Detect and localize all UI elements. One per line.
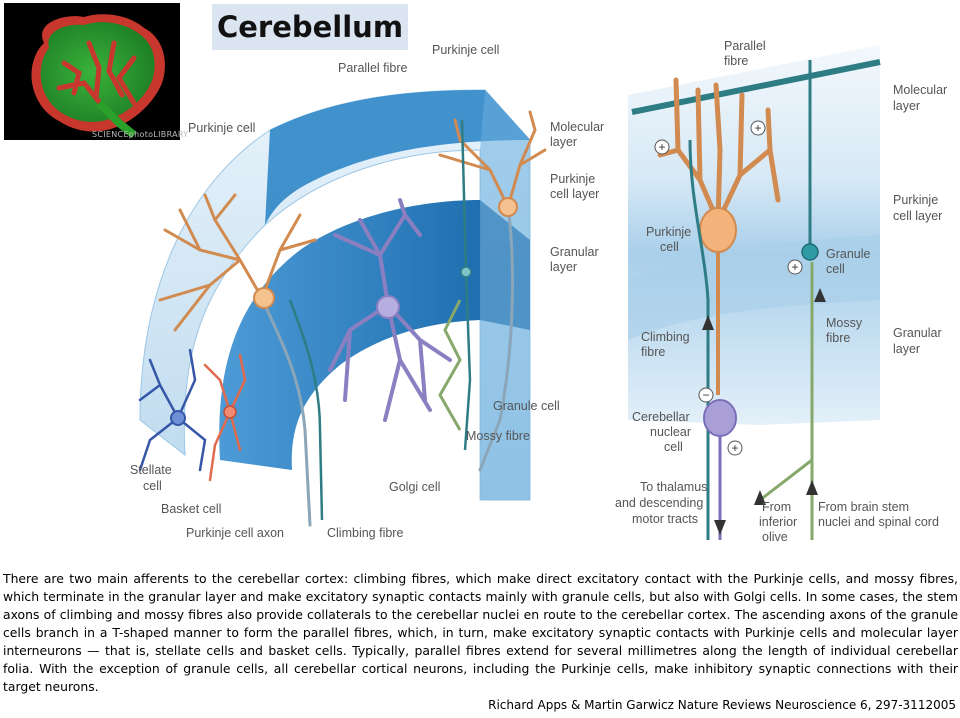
label-stellate-cell: Stellate [130,463,172,477]
photo-credit: SCIENCEphotoLIBRARY [92,130,189,139]
page-title: Cerebellum [212,4,408,50]
granule-soma-mid [460,266,472,278]
synapse-signs: + + + − + [654,120,803,456]
purkinje-dendrites-right [657,77,781,225]
label-stellate-cell-2: cell [143,479,162,493]
label-brain-stem: From brain stem [818,500,909,514]
cerebellum-photo-drawing [31,14,165,139]
label-granular-layer-mid-2: layer [550,260,577,274]
label-purkinje-cell-right-2: cell [660,240,679,254]
svg-text:+: + [791,260,798,274]
parallel-fibre-right [631,59,881,115]
svg-text:−: − [702,388,709,402]
label-molecular-layer-right-2: layer [893,99,920,113]
climbing-fibre-right [688,139,710,540]
right-schematic [628,45,881,540]
label-purkinje-cell-top: Purkinje cell [432,43,499,57]
mossy-fibre-mid [438,299,462,431]
label-granule-cell-right: Granule [826,247,871,261]
label-molecular-layer-mid-2: layer [550,135,577,149]
svg-text:+: + [754,121,761,135]
label-golgi-cell: Golgi cell [389,480,440,494]
label-granule-cell-mid: Granule cell [493,399,560,413]
label-parallel-fibre: Parallel fibre [338,61,408,75]
label-to-thalamus-3: motor tracts [632,512,698,526]
golgi-soma [376,295,400,319]
stellate-cell [138,348,207,472]
purkinje-cell-left [158,193,317,527]
label-granular-layer-right: Granular [893,326,942,340]
purkinje-soma-top [498,197,518,217]
label-inferior-olive-2: inferior [759,515,797,529]
purkinje-cell-top [438,110,547,472]
label-parallel-fibre-right-2: fibre [724,54,748,68]
label-molecular-layer-right: Molecular [893,83,947,97]
basket-soma [223,405,237,419]
label-purkinje-layer-mid-2: cell layer [550,187,599,201]
label-granular-layer-right-2: layer [893,342,920,356]
label-purkinje-layer-mid: Purkinje [550,172,595,186]
citation: Richard Apps & Martin Garwicz Nature Rev… [488,698,956,712]
label-purkinje-layer-right-2: cell layer [893,209,942,223]
label-mossy-fibre-mid: Mossy fibre [466,429,530,443]
label-mossy-fibre-right: Mossy [826,316,863,330]
label-purkinje-cell-left: Purkinje cell [188,121,255,135]
purkinje-soma-right [699,207,737,253]
label-climbing-fibre: Climbing fibre [327,526,403,540]
granule-mossy-fibre-mid [460,119,472,451]
label-inferior-olive: From [762,500,791,514]
label-climbing-fibre-right-2: fibre [641,345,665,359]
basket-cell [203,353,247,482]
label-purkinje-cell-right: Purkinje [646,225,691,239]
label-basket-cell: Basket cell [161,502,221,516]
golgi-cell [328,198,452,422]
label-purkinje-cell-axon: Purkinje cell axon [186,526,284,540]
label-granule-cell-right-2: cell [826,262,845,276]
label-parallel-fibre-right: Parallel [724,39,766,53]
label-nuclear-cell-2: nuclear [650,425,691,439]
climbing-fibre-left [288,299,324,521]
nuclear-cell [703,399,737,437]
label-granular-layer-mid: Granular [550,245,599,259]
svg-text:+: + [731,441,738,455]
label-to-thalamus: To thalamus [640,480,707,494]
label-molecular-layer-mid: Molecular [550,120,604,134]
label-to-thalamus-2: and descending [615,496,703,510]
purkinje-soma-left [253,287,275,309]
label-nuclear-cell-3: cell [664,440,683,454]
cerebellum-photo: SCIENCEphotoLIBRARY [4,3,188,140]
label-nuclear-cell: Cerebellar [632,410,690,424]
label-climbing-fibre-right: Climbing [641,330,690,344]
cerebellum-diagram: + + + − + Parallel fibre Purkinje cell P… [130,39,947,544]
label-mossy-fibre-right-2: fibre [826,331,850,345]
label-brain-stem-2: nuclei and spinal cord [818,515,939,529]
label-purkinje-layer-right: Purkinje [893,193,938,207]
granule-soma-right [801,243,819,261]
svg-text:+: + [658,140,665,154]
label-inferior-olive-3: olive [762,530,788,544]
caption-paragraph: There are two main afferents to the cere… [3,571,958,694]
stellate-soma [170,410,186,426]
